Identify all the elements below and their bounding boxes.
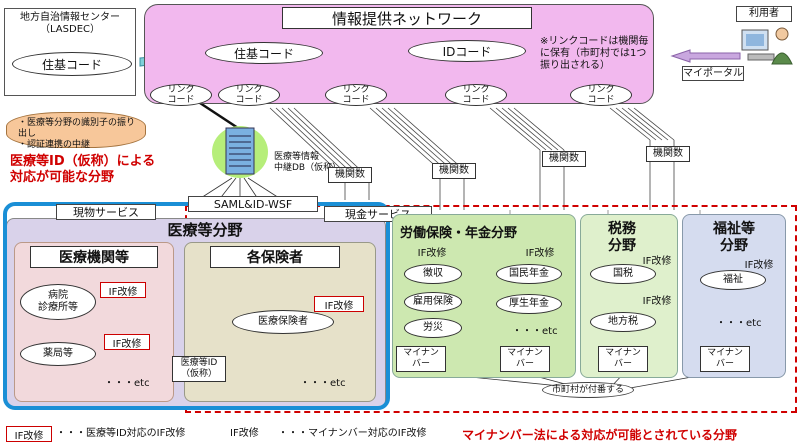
- tax-item-1: 地方税: [590, 312, 656, 332]
- legend-boxed-if: IF改修: [6, 426, 52, 442]
- kikansu-4: 機関数: [646, 146, 690, 162]
- mynumber-box-3: マイナン バー: [598, 346, 648, 372]
- kikansu-1: 機関数: [328, 167, 372, 183]
- institutions-title: 医療機関等: [30, 246, 158, 268]
- insurers-title: 各保険者: [210, 246, 340, 268]
- legend-boxed-desc: ・・・医療等ID対応のIF改修: [56, 428, 186, 439]
- medical-id-label: 医療等ID （仮称）: [172, 356, 226, 382]
- lasdec-jukicode: 住基コード: [12, 52, 132, 76]
- mynumber-box-4: マイナン バー: [700, 346, 750, 372]
- legend-plain-desc: ・・・マイナンバー対応のIF改修: [278, 428, 427, 439]
- hospital-oval: 病院 診療所等: [20, 284, 96, 320]
- welfare-title: 福祉等 分野: [713, 221, 755, 254]
- if-tag-pharmacy: IF改修: [104, 334, 150, 350]
- insurers-etc: ・・・etc: [300, 378, 346, 389]
- if-plain-welfare: IF改修: [744, 259, 774, 271]
- network-idcode: IDコード: [408, 40, 526, 62]
- mynumber-law-note: マイナンバー法による対応が可能とされている分野: [462, 428, 738, 442]
- kikansu-2: 機関数: [432, 163, 476, 179]
- institutions-box: [14, 242, 174, 402]
- if-plain-labor-1: IF改修: [417, 247, 447, 259]
- welfare-etc: ・・・etc: [716, 318, 762, 329]
- if-plain-tax-1: IF改修: [642, 255, 672, 267]
- insurer-oval: 医療保険者: [232, 310, 334, 334]
- labor-item-2: 労災: [404, 318, 462, 338]
- link-code-2: リンク コード: [218, 84, 280, 106]
- myportal-arrow: [670, 49, 741, 63]
- mynumber-box-1: マイナン バー: [396, 346, 446, 372]
- link-code-4: リンク コード: [445, 84, 507, 106]
- if-tag-insurer: IF改修: [314, 296, 364, 312]
- pharmacy-oval: 薬局等: [20, 342, 96, 366]
- medical-title: 医療等分野: [167, 220, 243, 239]
- if-tag-hospital: IF改修: [100, 282, 146, 298]
- kikansu-3: 機関数: [542, 151, 586, 167]
- municipality-note: 市町村が付番する: [542, 382, 634, 398]
- tax-title: 税務 分野: [608, 221, 636, 254]
- if-plain-tax-2: IF改修: [642, 295, 672, 307]
- welfare-item-0: 福祉: [700, 270, 766, 290]
- banner-genbutsu: 現物サービス: [56, 204, 156, 220]
- relay-db-label: 医療等情報 中継DB（仮称）: [274, 152, 342, 173]
- user-computer-icon: [741, 27, 793, 65]
- myportal-label: マイポータル: [682, 66, 744, 81]
- mynumber-box-2: マイナン バー: [500, 346, 550, 372]
- link-code-3: リンク コード: [325, 84, 387, 106]
- labor-item-4: 厚生年金: [496, 294, 562, 314]
- lasdec-title: 地方自治情報センター （LASDEC）: [20, 12, 120, 35]
- cloud-note: ・医療等分野の識別子の振り出し ・認証連携の中継: [18, 118, 136, 150]
- network-title: 情報提供ネットワーク: [282, 7, 532, 29]
- tax-item-0: 国税: [590, 264, 656, 284]
- network-jukicode: 住基コード: [205, 42, 323, 64]
- if-plain-labor-2: IF改修: [525, 247, 555, 259]
- medical-id-note: 医療等ID（仮称）による 対応が可能な分野: [10, 154, 156, 185]
- cloud-note-shape: [6, 112, 146, 148]
- labor-item-3: 国民年金: [496, 264, 562, 284]
- labor-item-1: 雇用保険: [404, 292, 462, 312]
- labor-etc: ・・・etc: [512, 326, 558, 337]
- legend-plain-if: IF改修: [230, 428, 259, 439]
- banner-saml: SAML&ID-WSF: [188, 196, 318, 212]
- institutions-etc: ・・・etc: [104, 378, 150, 389]
- labor-title: 労働保険・年金分野: [400, 226, 518, 241]
- relay-server-icon: [212, 126, 268, 178]
- link-code-note: ※リンクコードは機関毎に保有（市町村では1つ振り出される）: [540, 36, 649, 71]
- user-label: 利用者: [736, 6, 792, 22]
- labor-item-0: 徴収: [404, 264, 462, 284]
- link-code-5: リンク コード: [570, 84, 632, 106]
- link-code-1: リンク コード: [150, 84, 212, 106]
